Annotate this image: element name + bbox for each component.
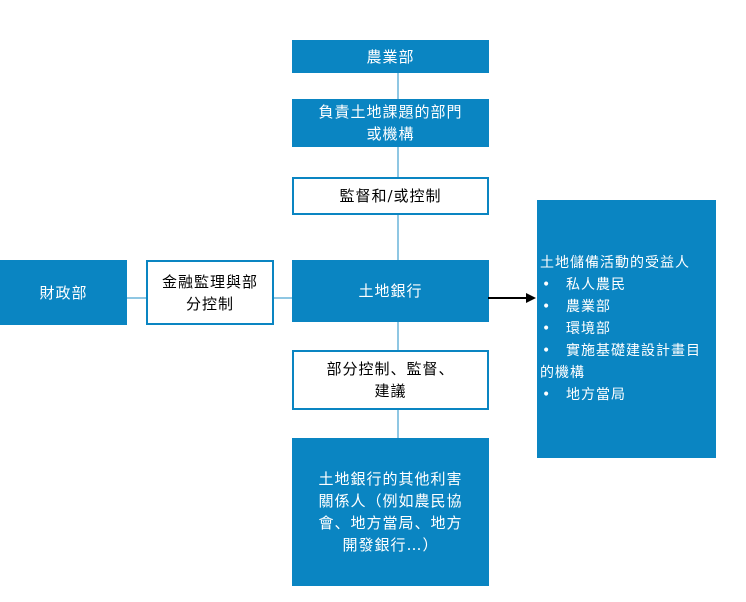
list-item: • 地方當局 [540,384,712,406]
finance-ministry-box: 財政部 [0,260,127,325]
partial-control-box: 部分控制、監督、 建議 [292,350,489,410]
beneficiary-label: 地方當局 [566,387,626,403]
agriculture-dept-box: 農業部 [292,40,489,73]
land-authority-box: 負責土地課題的部門 或機構 [292,99,489,147]
arrow-line [488,297,528,299]
other-stakeholders-label: 土地銀行的其他利害 關係人（例如農民協 會、地方當局、地方 開發銀行…） [318,470,463,554]
oversight-box: 監督和/或控制 [292,177,489,215]
oversight-label: 監督和/或控制 [339,187,442,205]
beneficiary-label: 實施基礎建設計畫目的機構 [540,343,701,381]
bullet-icon: • [542,387,552,403]
connector-oversight-landbank [397,215,399,260]
finance-ministry-label: 財政部 [39,283,88,302]
land-bank-box: 土地銀行 [292,260,489,322]
connector-partial-stakeholders [397,410,399,438]
land-authority-label: 負責土地課題的部門 或機構 [318,103,463,143]
list-item: • 農業部 [540,296,712,318]
bullet-icon: • [542,321,552,337]
land-bank-label: 土地銀行 [358,282,423,300]
beneficiary-label: 私人農民 [566,277,626,293]
arrow-head-icon [526,293,536,303]
connector-finance-supervision [127,297,146,299]
connector-supervision-landbank [274,297,294,299]
bullet-icon: • [542,277,552,293]
list-item: • 環境部 [540,318,712,340]
connector-landbank-partial [397,322,399,350]
beneficiaries-box: 土地儲備活動的受益人 •私人農民 •農業部 •環境部 •實施基礎建設計畫目的機構… [537,200,716,458]
list-item: • 私人農民 [540,274,712,296]
bullet-icon: • [542,343,552,359]
financial-supervision-label: 金融監理與部 分控制 [161,272,258,313]
financial-supervision-box: 金融監理與部 分控制 [146,260,274,325]
beneficiary-label: 農業部 [566,299,611,315]
partial-control-label: 部分控制、監督、 建議 [326,360,455,400]
agriculture-dept-label: 農業部 [366,47,415,66]
beneficiaries-list: •私人農民 •農業部 •環境部 •實施基礎建設計畫目的機構 •地方當局 [540,274,712,406]
beneficiaries-title: 土地儲備活動的受益人 [540,255,690,271]
connector-authority-oversight [397,147,399,177]
connector-agriculture-authority [397,73,399,99]
list-item: •實施基礎建設計畫目的機構 [540,340,712,384]
beneficiary-label: 環境部 [566,321,611,337]
other-stakeholders-box: 土地銀行的其他利害 關係人（例如農民協 會、地方當局、地方 開發銀行…） [292,438,489,586]
bullet-icon: • [542,299,552,315]
